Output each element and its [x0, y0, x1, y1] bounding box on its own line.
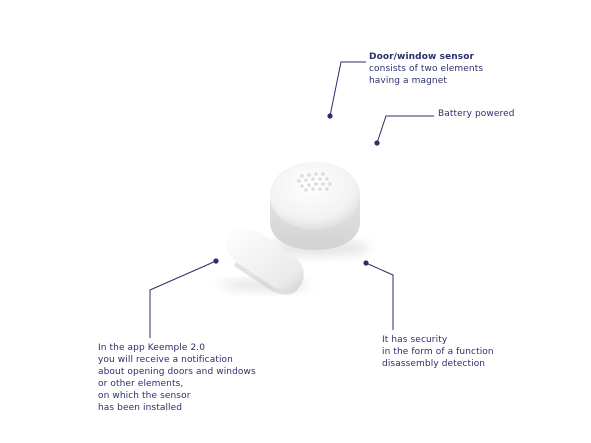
- callout-sensor-title: Door/window sensor: [369, 52, 475, 62]
- callout-security: It has security in the form of a functio…: [382, 334, 494, 370]
- dot-security: [363, 260, 369, 266]
- callout-lines: [149, 61, 434, 338]
- callout-app: In the app Keemple 2.0 you will receive …: [98, 342, 256, 414]
- callout-sensor-text: consists of two elements having a magnet: [369, 64, 484, 86]
- callout-battery-text: Battery powered: [438, 109, 515, 119]
- callout-app-text: In the app Keemple 2.0 you will receive …: [98, 343, 256, 413]
- callout-battery: Battery powered: [438, 108, 515, 120]
- leader-battery: [376, 115, 434, 144]
- callout-security-text: It has security in the form of a functio…: [382, 335, 494, 369]
- dot-sensor: [327, 113, 333, 119]
- leader-sensor: [329, 61, 366, 117]
- callout-sensor: Door/window sensor consists of two elemen…: [369, 51, 483, 87]
- callout-dots: [213, 113, 380, 266]
- leader-app: [149, 260, 217, 338]
- sensor-vent-holes: [297, 172, 332, 192]
- dot-app: [213, 258, 219, 264]
- magnet-device: [225, 228, 304, 295]
- leader-security: [365, 262, 394, 330]
- sensor-device: [270, 162, 360, 250]
- dot-battery: [374, 140, 380, 146]
